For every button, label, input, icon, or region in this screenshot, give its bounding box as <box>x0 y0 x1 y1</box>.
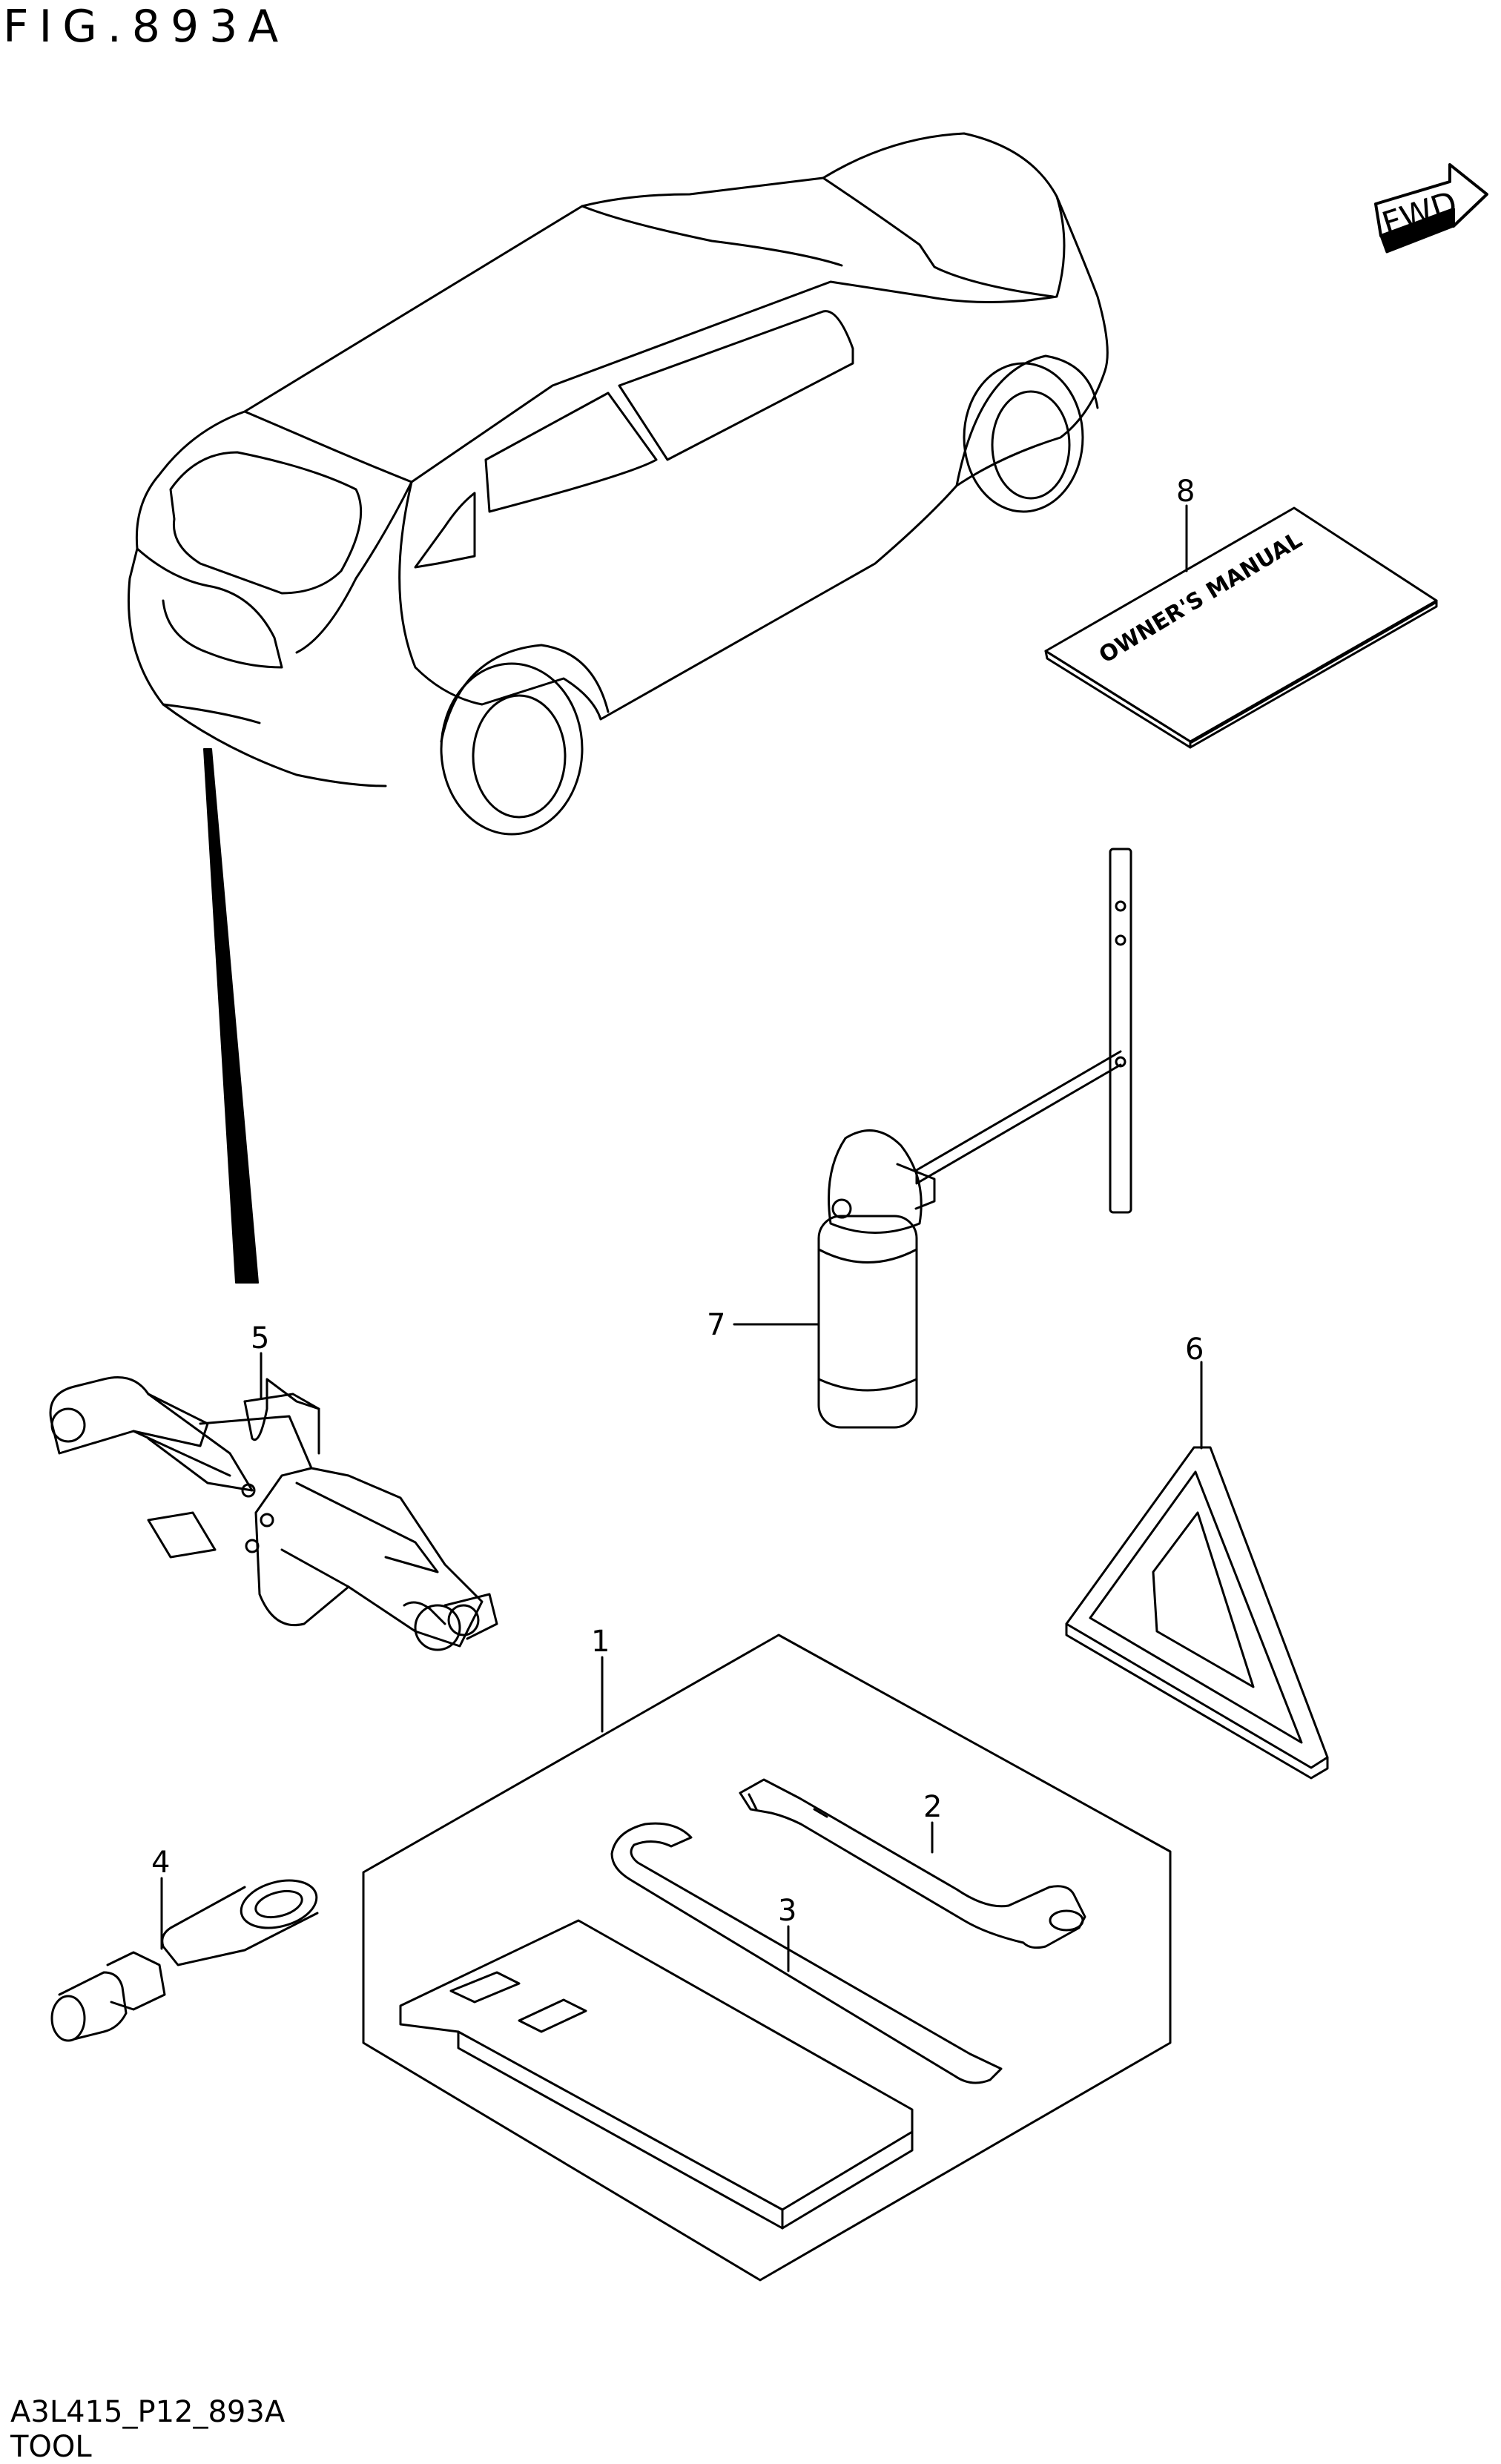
owners-manual: OWNER'S MANUAL <box>1044 506 1438 749</box>
callout-4: 4 <box>151 1846 170 1880</box>
callout-1: 1 <box>591 1625 610 1659</box>
warning-triangle <box>1065 1446 1329 1780</box>
tire-repair-kit <box>817 848 1132 1429</box>
callout-3: 3 <box>778 1894 796 1928</box>
figure-title: FIG.893A <box>3 1 289 53</box>
callout-8: 8 <box>1176 475 1195 509</box>
callout-leaders <box>160 504 1203 1972</box>
wheel-lock-tool <box>50 1879 319 2042</box>
location-pointer <box>203 748 259 1284</box>
callout-numbers: 8 6 7 5 1 2 3 4 <box>151 475 1204 1928</box>
fwd-arrow-icon: FWD <box>1374 163 1488 254</box>
drawing-code: A3L415_P12_893A <box>10 2395 286 2429</box>
manual-label: OWNER'S MANUAL <box>1095 527 1307 669</box>
diagram-caption: TOOL <box>10 2430 92 2464</box>
callout-6: 6 <box>1185 1332 1204 1367</box>
scissor-jack <box>49 1376 498 1651</box>
callout-7: 7 <box>707 1308 725 1342</box>
callout-2: 2 <box>923 1790 942 1824</box>
callout-5: 5 <box>251 1321 269 1355</box>
tool-kit <box>362 1634 1172 2282</box>
vehicle-illustration <box>127 132 1109 836</box>
